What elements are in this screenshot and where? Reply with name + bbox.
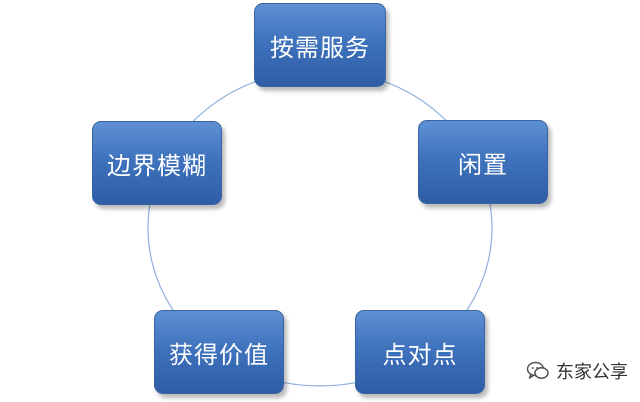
wechat-icon — [526, 360, 550, 382]
node-label: 闲置 — [458, 150, 508, 179]
node-gain-value: 获得价值 — [154, 310, 284, 394]
node-blurred-boundaries: 边界模糊 — [92, 121, 222, 205]
node-on-demand-service: 按需服务 — [254, 3, 386, 87]
watermark: 东家公享 — [526, 358, 628, 384]
node-label: 获得价值 — [169, 340, 269, 369]
node-peer-to-peer: 点对点 — [355, 310, 485, 394]
watermark-text: 东家公享 — [556, 362, 628, 383]
node-label: 按需服务 — [270, 33, 370, 62]
node-idle: 闲置 — [418, 120, 548, 204]
node-label: 点对点 — [382, 340, 458, 369]
node-label: 边界模糊 — [107, 151, 207, 180]
